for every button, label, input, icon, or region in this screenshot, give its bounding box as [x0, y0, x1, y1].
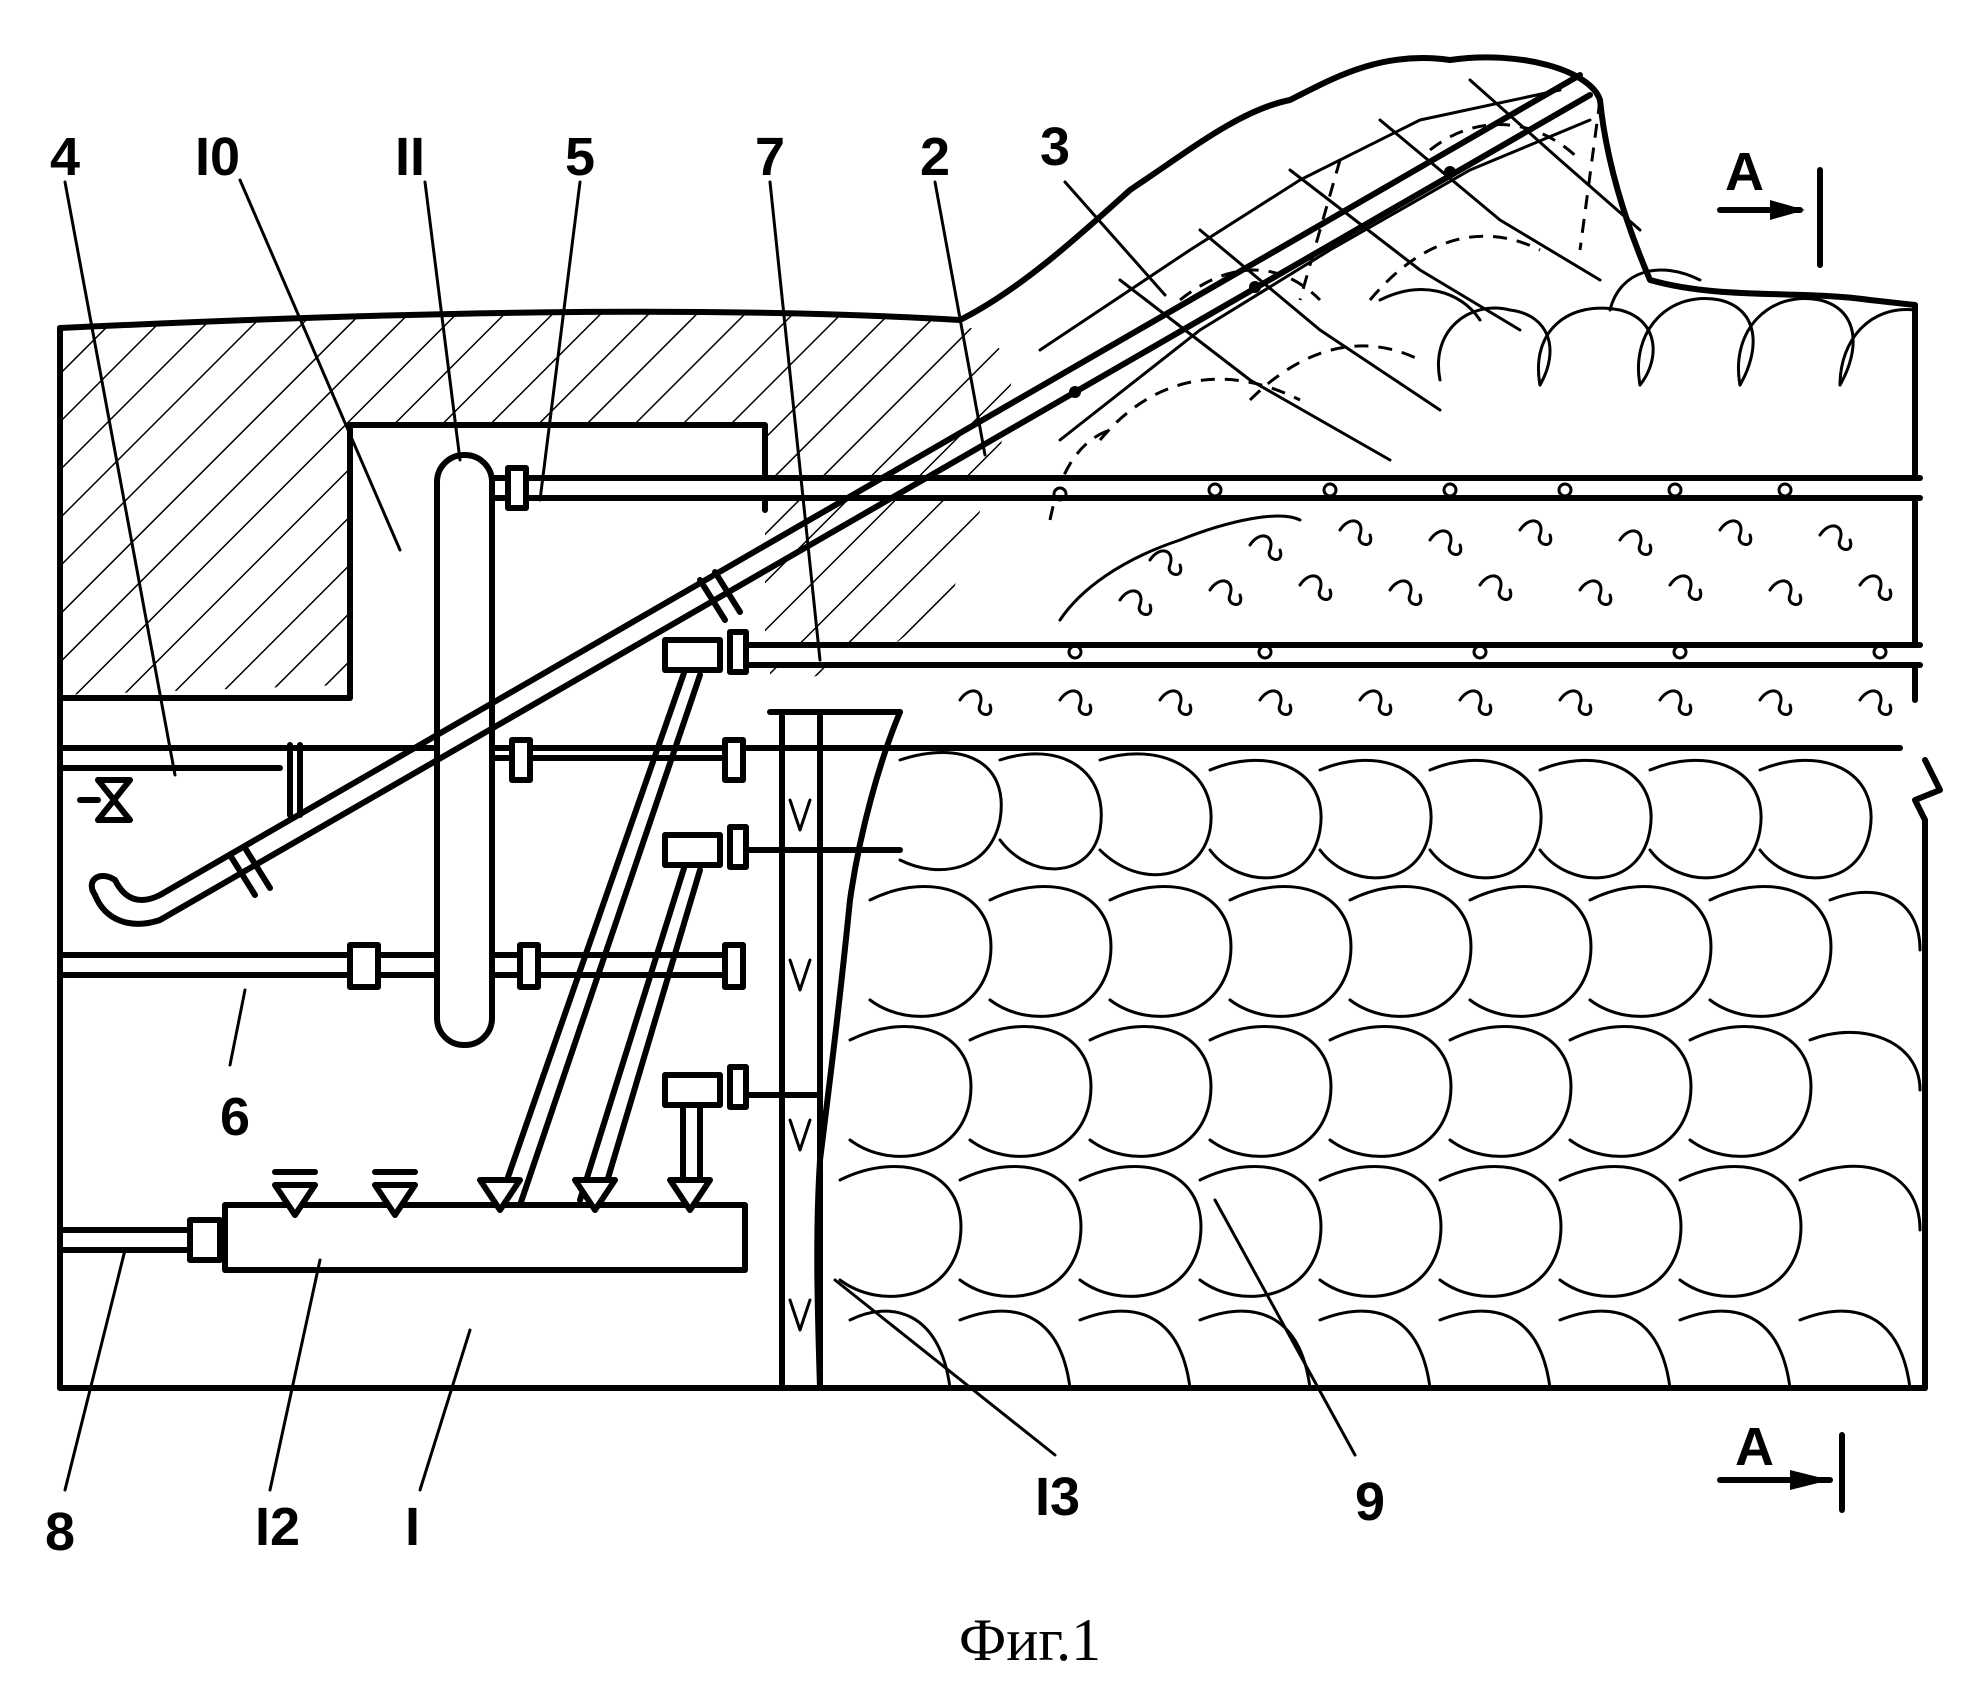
label-section-top: A: [1725, 142, 1764, 202]
label-4: 4: [50, 127, 80, 187]
label-3: 3: [1040, 117, 1070, 177]
label-11: II: [395, 127, 425, 187]
conduit-5: [520, 478, 1920, 500]
label-12: I2: [255, 1497, 300, 1557]
label-7: 7: [755, 127, 785, 187]
fill-band-lower: [960, 691, 1891, 715]
label-8: 8: [45, 1502, 75, 1562]
label-10: I0: [195, 127, 240, 187]
conduit-7: [740, 645, 1920, 665]
rubble-upper: [1040, 80, 1640, 520]
figure-caption: Фиг.1: [959, 1607, 1101, 1673]
label-9: 9: [1355, 1472, 1385, 1532]
label-13: I3: [1035, 1467, 1080, 1527]
soil-hatch: [60, 57, 1915, 712]
ore-mass-9: [817, 712, 1920, 1388]
label-5: 5: [565, 127, 595, 187]
label-1: I: [405, 1497, 420, 1557]
label-2: 2: [920, 127, 950, 187]
label-section-bottom: A: [1735, 1417, 1774, 1477]
rubble-right: [1380, 270, 1915, 385]
label-6: 6: [220, 1087, 250, 1147]
fill-band-upper: [1060, 516, 1891, 620]
